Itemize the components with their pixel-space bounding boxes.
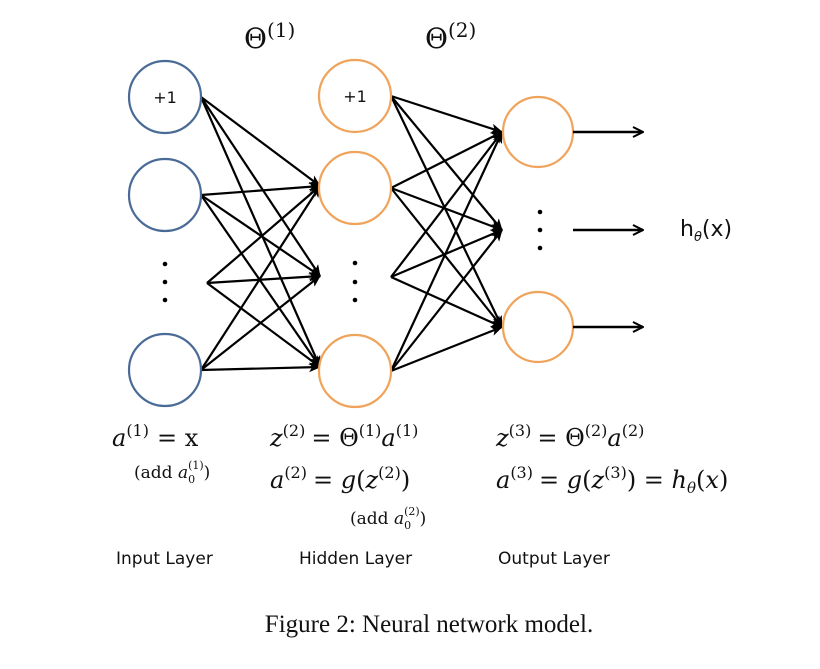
hidden-ellipsis-dot <box>352 297 358 303</box>
output-ellipsis-dot <box>537 245 543 251</box>
hidden-ellipsis-dot <box>352 279 358 285</box>
hypothesis-label: hθ(x) <box>680 217 732 245</box>
output-ellipsis-dot <box>537 209 543 215</box>
input-layer-label: Input Layer <box>116 549 213 569</box>
weight-edge-layer2 <box>390 186 503 232</box>
hidden-bias-node <box>317 58 393 134</box>
note-add-a0-1: (add a0(1)) <box>134 459 210 486</box>
hidden-ellipsis-dot <box>352 260 358 266</box>
theta-1-label: Θ(1) <box>244 18 295 55</box>
equation-a2: a(2)= g(z(2)) <box>270 463 410 494</box>
equation-z3: z(3)= Θ(2)a(2) <box>495 421 644 452</box>
weight-edge-layer2 <box>390 95 503 231</box>
weight-edge-layer1 <box>200 194 321 368</box>
equation-a1: a(1)= x <box>112 421 199 452</box>
weight-edge-layer1 <box>200 181 321 197</box>
equation-a3: a(3)= g(z(3)) = hθ(x) <box>496 463 728 497</box>
input-ellipsis-dot <box>162 261 168 267</box>
weight-edge-layer1 <box>199 96 322 368</box>
input-layer: +1 <box>127 59 203 408</box>
weight-edge-layer2 <box>390 131 503 278</box>
weight-edge-layer1 <box>200 96 321 277</box>
edges-group <box>199 94 503 373</box>
hidden-node-1 <box>317 150 393 226</box>
weight-edge-layer1 <box>200 275 321 371</box>
weight-edge-layer2 <box>390 95 503 328</box>
weight-edge-layer1 <box>200 185 321 371</box>
weight-edge-layer1 <box>200 362 321 373</box>
weight-edge-layer1 <box>200 194 321 277</box>
figure-caption: Figure 2: Neural network model. <box>265 611 593 638</box>
weight-edge-layer1 <box>206 185 321 284</box>
weight-edge-layer2 <box>390 325 503 373</box>
weight-edge-layer2 <box>390 229 503 372</box>
output-node-1 <box>501 95 575 169</box>
weight-edge-layer2 <box>390 131 503 372</box>
input-ellipsis-dot <box>162 279 168 285</box>
hidden-layer: +1 <box>317 58 393 409</box>
weight-edge-layer2 <box>390 187 503 328</box>
hidden-node-n <box>317 333 393 409</box>
input-node-1 <box>127 157 203 233</box>
weight-edge-layer1 <box>206 271 321 285</box>
output-layer-label: Output Layer <box>498 549 610 569</box>
input-bias-node <box>127 59 203 135</box>
weight-edge-layer1 <box>200 96 321 187</box>
output-ellipsis-dot <box>537 227 543 233</box>
input-node-n <box>127 332 203 408</box>
input-ellipsis-dot <box>162 297 168 303</box>
weight-edge-layer2 <box>390 94 503 134</box>
hidden-bias-label: +1 <box>343 87 367 106</box>
output-layer <box>501 95 643 364</box>
input-bias-label: +1 <box>153 88 177 107</box>
output-node-n <box>501 290 575 364</box>
weight-edge-layer1 <box>206 282 321 368</box>
note-add-a0-2: (add a0(2)) <box>350 505 426 532</box>
theta-2-label: Θ(2) <box>425 18 476 55</box>
weight-edge-layer2 <box>390 131 503 189</box>
hidden-layer-label: Hidden Layer <box>299 549 412 569</box>
equation-z2: z(2)= Θ(1)a(1) <box>269 421 418 452</box>
